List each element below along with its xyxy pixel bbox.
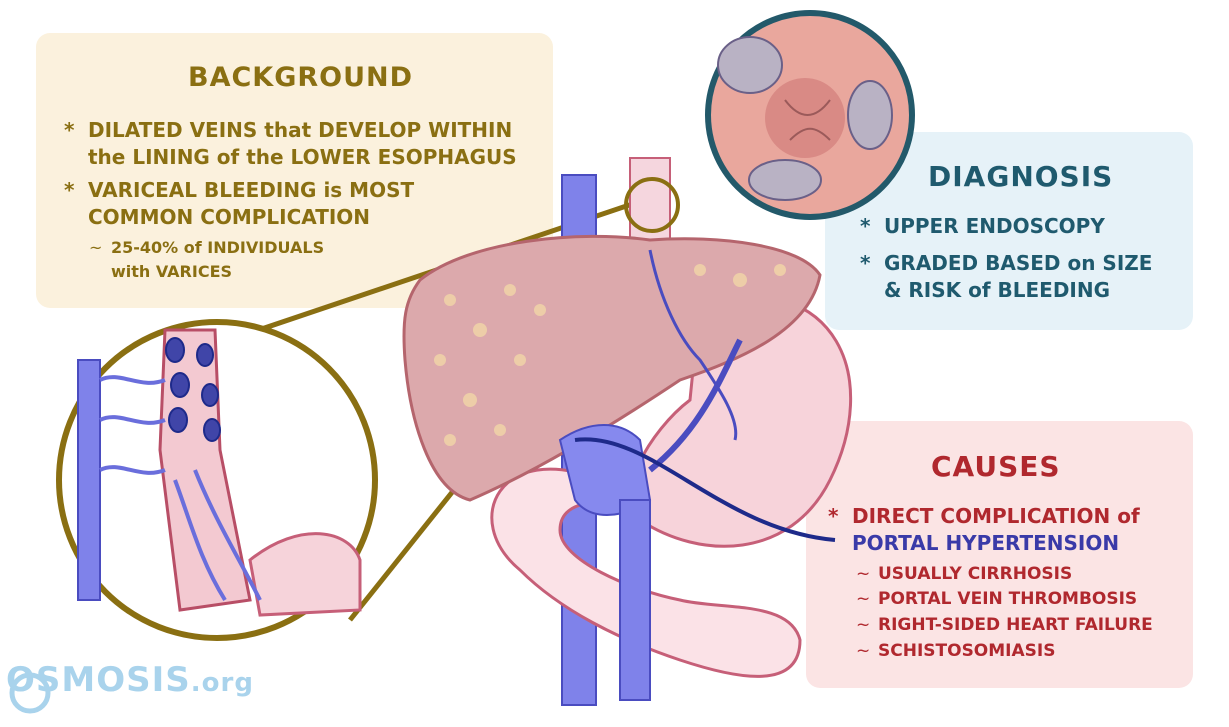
magnified-contents [77,328,362,617]
causes-sub-2: ~ PORTAL VEIN THROMBOSIS [856,587,1138,611]
zoom-circle-small [624,177,680,233]
background-bullet-2: * VARICEAL BLEEDING is MOST COMMON COMPL… [64,177,415,231]
star-icon: * [860,214,871,238]
background-sub-1-line-2: with VARICES [111,262,233,281]
background-bullet-1-line-2: the LINING of the LOWER ESOPHAGUS [88,145,517,169]
duodenum [490,467,802,678]
diagnosis-bullet-2-line-2: & RISK of BLEEDING [884,278,1111,302]
osmosis-logo-ring [9,672,51,714]
causes-bullet-1-line-2: PORTAL HYPERTENSION [852,531,1120,555]
causes-sub-3: ~ RIGHT-SIDED HEART FAILURE [856,613,1153,637]
tilde-icon: ~ [856,641,871,661]
causes-sub-3-text: RIGHT-SIDED HEART FAILURE [878,615,1153,635]
causes-bullet-1: * DIRECT COMPLICATION of PORTAL HYPERTEN… [828,503,1140,557]
diagnosis-bullet-2: * GRADED BASED on SIZE & RISK of BLEEDIN… [860,250,1153,304]
tilde-icon: ~ [856,615,871,635]
star-icon: * [860,251,871,275]
causes-title: CAUSES [931,450,1061,483]
osmosis-logo: OSMOSIS.org [6,660,254,700]
background-bullet-1-line-1: DILATED VEINS that DEVELOP WITHIN [88,118,513,142]
star-icon: * [64,118,75,142]
causes-sub-1-text: USUALLY CIRRHOSIS [878,564,1073,584]
star-icon: * [828,504,839,528]
logo-brand: OSMOSIS [6,660,191,700]
causes-panel [806,421,1193,688]
logo-tld: .org [190,668,254,698]
gastric-vein [648,249,738,441]
causes-sub-1: ~ USUALLY CIRRHOSIS [856,562,1073,586]
background-sub-1: ~ 25-40% of INDIVIDUALS with VARICES [89,236,325,284]
mesenteric-vein [619,499,651,701]
causes-sub-4: ~ SCHISTOSOMIASIS [856,639,1056,663]
causes-sub-2-text: PORTAL VEIN THROMBOSIS [878,589,1138,609]
tilde-icon: ~ [856,564,871,584]
background-title: BACKGROUND [188,62,414,93]
diagnosis-bullet-1: * UPPER ENDOSCOPY [860,213,1105,240]
tilde-icon: ~ [856,589,871,609]
liver-nodules [434,264,786,446]
splenic-vein [648,338,743,473]
background-bullet-2-line-2: COMMON COMPLICATION [88,205,371,229]
causes-sub-4-text: SCHISTOSOMIASIS [878,641,1056,661]
pointer-line [574,437,836,542]
background-sub-1-line-1: 25-40% of INDIVIDUALS [111,238,325,257]
diagnosis-bullet-2-line-1: GRADED BASED on SIZE [884,251,1153,275]
liver [402,234,822,502]
star-icon: * [64,178,75,202]
endoscopy-contents [717,36,893,201]
background-bullet-2-line-1: VARICEAL BLEEDING is MOST [88,178,415,202]
diagnosis-bullet-1-text: UPPER ENDOSCOPY [884,214,1105,238]
tilde-icon: ~ [89,238,103,257]
causes-bullet-1-line-1: DIRECT COMPLICATION of [852,504,1140,528]
diagnosis-title: DIAGNOSIS [928,160,1114,193]
background-bullet-1: * DILATED VEINS that DEVELOP WITHIN the … [64,117,517,171]
